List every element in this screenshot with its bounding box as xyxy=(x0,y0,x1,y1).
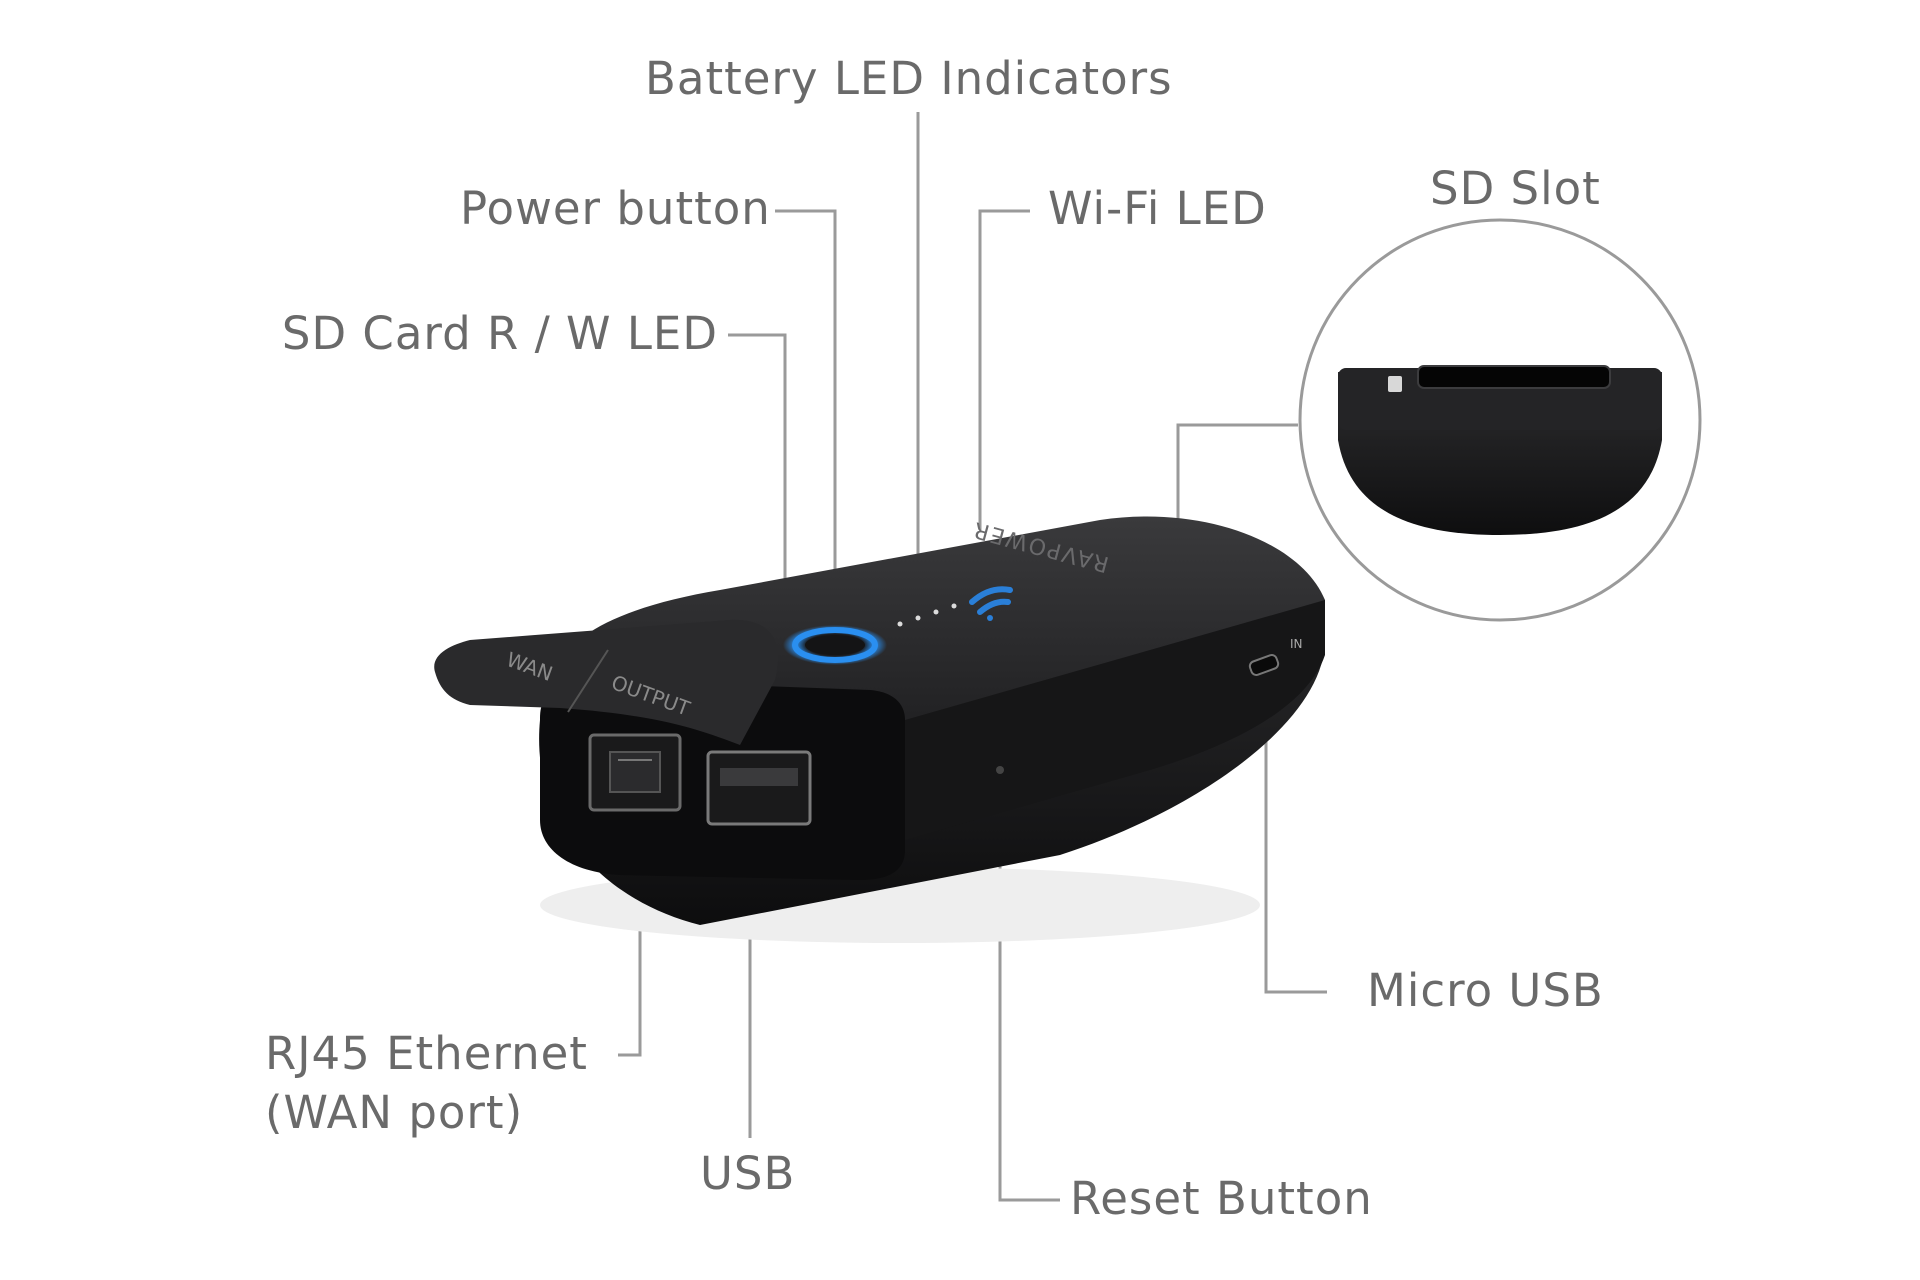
leader-wifi-led xyxy=(978,209,1030,530)
sd-card-slot-opening xyxy=(1417,365,1611,389)
device-side-facet xyxy=(905,600,1325,840)
label-reset-button: Reset Button xyxy=(1070,1172,1373,1225)
battery-led-4 xyxy=(951,603,957,609)
battery-led-2 xyxy=(915,615,921,621)
usb-a-port xyxy=(706,750,812,826)
sd-lock-icon xyxy=(1388,376,1402,392)
label-sd-slot: SD Slot xyxy=(1430,162,1601,215)
power-button-ring-icon xyxy=(783,625,887,665)
travel-router-device: WAN OUTPUT RAVP xyxy=(434,516,1325,943)
label-usb: USB xyxy=(700,1147,796,1200)
battery-led-3 xyxy=(933,609,939,615)
label-sd-card-rw-led: SD Card R / W LED xyxy=(281,307,718,360)
reset-pinhole xyxy=(996,766,1004,774)
label-micro-usb: Micro USB xyxy=(1367,964,1604,1017)
sd-slot-inset xyxy=(1298,218,1702,622)
label-rj45-line1: RJ45 Ethernet xyxy=(265,1027,588,1080)
leader-micro-usb xyxy=(1264,680,1327,994)
label-power-button: Power button xyxy=(460,182,771,235)
side-label-in: IN xyxy=(1290,637,1303,651)
leader-power-button xyxy=(775,209,837,608)
micro-usb-port: IN xyxy=(1248,637,1303,676)
leader-sd-slot xyxy=(1176,423,1298,535)
port-cover-flap: WAN OUTPUT xyxy=(434,619,778,745)
leader-sd-card-led xyxy=(728,333,787,612)
label-wifi-led: Wi-Fi LED xyxy=(1048,182,1267,235)
label-battery-led-indicators: Battery LED Indicators xyxy=(645,52,1173,105)
rj45-port xyxy=(588,733,682,812)
battery-led-1 xyxy=(897,621,903,627)
label-rj45-line2: (WAN port) xyxy=(265,1085,524,1139)
wifi-icon xyxy=(969,586,1013,621)
battery-led-dots xyxy=(897,603,957,627)
label-rj45-ethernet: RJ45 Ethernet (WAN port) xyxy=(265,1025,588,1142)
